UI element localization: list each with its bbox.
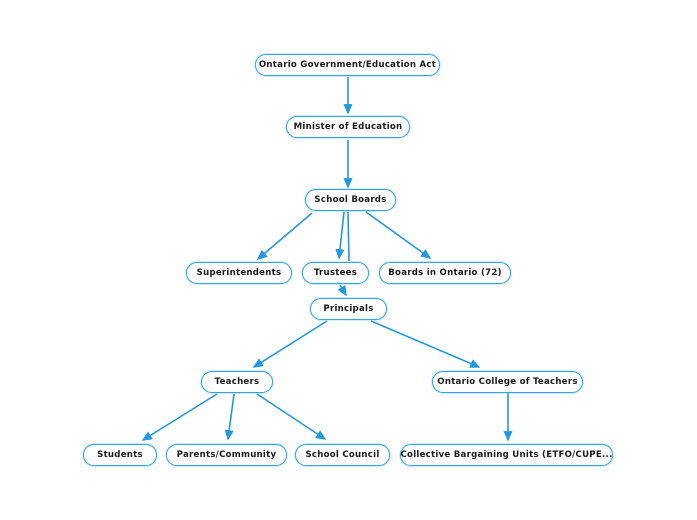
node-council[interactable]: School Council <box>295 444 390 466</box>
node-label-principals: Principals <box>323 303 374 314</box>
node-boards[interactable]: School Boards <box>305 189 396 211</box>
node-label-boards: School Boards <box>314 194 387 205</box>
node-label-gov: Ontario Government/Education Act <box>258 59 437 70</box>
node-minister[interactable]: Minister of Education <box>286 116 410 138</box>
node-students[interactable]: Students <box>83 444 157 466</box>
node-label-minister: Minister of Education <box>293 121 403 132</box>
node-label-ontario72: Boards in Ontario (72) <box>388 267 502 278</box>
node-label-collective: Collective Bargaining Units (ETFO/CUPE..… <box>400 449 613 460</box>
node-label-students: Students <box>97 449 143 460</box>
node-label-college: Ontario College of Teachers <box>437 376 578 387</box>
node-label-trustees: Trustees <box>313 267 358 278</box>
edge-teachers-council <box>256 393 327 440</box>
edge-teachers-students <box>141 393 218 441</box>
node-parents[interactable]: Parents/Community <box>166 444 287 466</box>
node-label-parents: Parents/Community <box>176 449 277 460</box>
edge-principals-teachers <box>252 320 328 368</box>
node-label-council: School Council <box>305 449 380 460</box>
edge-teachers-parents <box>224 393 235 441</box>
node-principals[interactable]: Principals <box>310 298 387 320</box>
node-college[interactable]: Ontario College of Teachers <box>432 371 583 393</box>
node-label-teachers: Teachers <box>214 376 260 387</box>
edge-boards-ontario72 <box>365 211 432 259</box>
edge-trustees-principals <box>337 284 347 297</box>
node-ontario72[interactable]: Boards in Ontario (72) <box>379 262 511 284</box>
edge-principals-college <box>370 320 481 368</box>
edge-boards-superintendents <box>256 212 313 261</box>
edge-boards-trustees <box>335 211 345 260</box>
node-label-superintendents: Superintendents <box>196 267 282 278</box>
node-superintendents[interactable]: Superintendents <box>186 262 292 284</box>
node-teachers[interactable]: Teachers <box>201 371 273 393</box>
node-gov[interactable]: Ontario Government/Education Act <box>255 54 440 76</box>
edge-boards-trustees-2 <box>347 211 350 262</box>
node-trustees[interactable]: Trustees <box>302 262 369 284</box>
node-collective[interactable]: Collective Bargaining Units (ETFO/CUPE..… <box>400 444 613 466</box>
